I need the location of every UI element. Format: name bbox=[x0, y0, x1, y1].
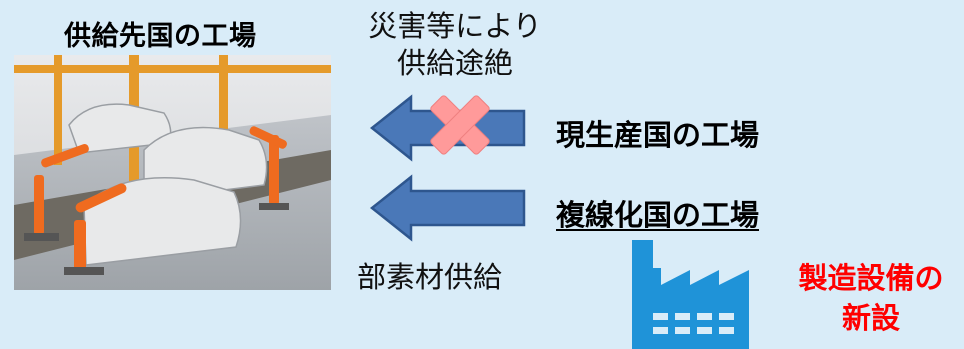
new-facility-line1: 製造設備の bbox=[798, 261, 944, 295]
parts-supply-label: 部素材供給 bbox=[357, 260, 503, 294]
cross-mark-icon bbox=[430, 95, 490, 155]
factory-photo bbox=[14, 55, 331, 290]
supply-factory-title: 供給先国の工場 bbox=[64, 21, 257, 52]
disaster-label-line2: 供給途絶 bbox=[396, 46, 513, 80]
current-production-factory-label: 現生産国の工場 bbox=[556, 118, 760, 152]
new-facility-line2: 新設 bbox=[841, 301, 900, 335]
dual-sourcing-factory-label: 複線化国の工場 bbox=[556, 198, 760, 232]
disaster-supply-disruption-label: 災害等により 供給途絶 bbox=[355, 8, 555, 82]
factory-assembly-line-image bbox=[14, 55, 331, 290]
arrow-left-icon bbox=[369, 174, 526, 242]
new-facility-label: 製造設備の 新設 bbox=[778, 258, 964, 338]
factory-icon bbox=[632, 240, 749, 349]
disaster-label-line1: 災害等により bbox=[368, 9, 542, 43]
